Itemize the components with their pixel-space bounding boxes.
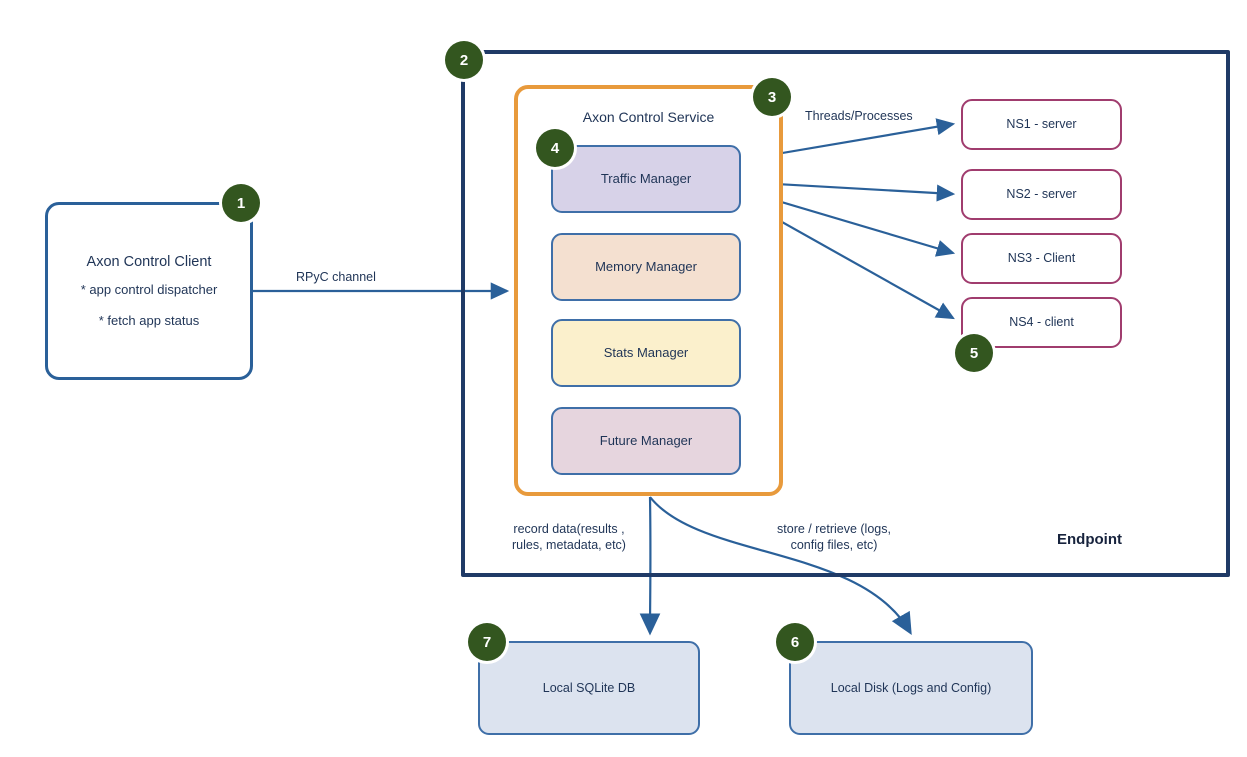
client-title: Axon Control Client — [86, 253, 212, 270]
badge-5-namespaces[interactable]: 5 — [955, 334, 993, 372]
badge-2-endpoint[interactable]: 2 — [445, 41, 483, 79]
badge-3-service[interactable]: 3 — [753, 78, 791, 116]
local-disk-box[interactable]: Local Disk (Logs and Config) — [789, 641, 1033, 735]
edge-label-record-data: record data(results , rules, metadata, e… — [512, 522, 626, 553]
ns2-label: NS2 - server — [1006, 187, 1077, 202]
edge-label-store-retrieve: store / retrieve (logs, config files, et… — [777, 522, 891, 553]
client-bullet-status: * fetch app status — [98, 312, 200, 328]
client-bullet-dispatcher: * app control dispatcher — [80, 282, 218, 298]
local-sqlite-db-box[interactable]: Local SQLite DB — [478, 641, 700, 735]
future-manager-label: Future Manager — [599, 433, 693, 449]
endpoint-container — [461, 50, 1230, 577]
edge-label-threads: Threads/Processes — [805, 109, 913, 123]
ns2-box[interactable]: NS2 - server — [961, 169, 1122, 220]
endpoint-label: Endpoint — [1057, 531, 1122, 548]
sqlite-label: Local SQLite DB — [542, 680, 636, 695]
memory-manager-label: Memory Manager — [595, 259, 697, 275]
badge-4-traffic-manager[interactable]: 4 — [536, 129, 574, 167]
badge-7-sqlite[interactable]: 7 — [468, 623, 506, 661]
ns3-label: NS3 - Client — [1007, 251, 1076, 266]
disk-label: Local Disk (Logs and Config) — [830, 680, 992, 695]
traffic-manager-label: Traffic Manager — [600, 171, 692, 187]
edge-label-rpyc: RPyC channel — [296, 270, 376, 284]
axon-control-client-box[interactable]: Axon Control Client * app control dispat… — [45, 202, 253, 380]
badge-1-client[interactable]: 1 — [222, 184, 260, 222]
service-title: Axon Control Service — [582, 109, 715, 125]
ns1-box[interactable]: NS1 - server — [961, 99, 1122, 150]
memory-manager-box[interactable]: Memory Manager — [551, 233, 741, 301]
stats-manager-box[interactable]: Stats Manager — [551, 319, 741, 387]
badge-6-local-disk[interactable]: 6 — [776, 623, 814, 661]
traffic-manager-box[interactable]: Traffic Manager — [551, 145, 741, 213]
ns1-label: NS1 - server — [1006, 117, 1077, 132]
ns4-label: NS4 - client — [1009, 315, 1074, 330]
stats-manager-label: Stats Manager — [603, 345, 689, 361]
future-manager-box[interactable]: Future Manager — [551, 407, 741, 475]
ns3-box[interactable]: NS3 - Client — [961, 233, 1122, 284]
